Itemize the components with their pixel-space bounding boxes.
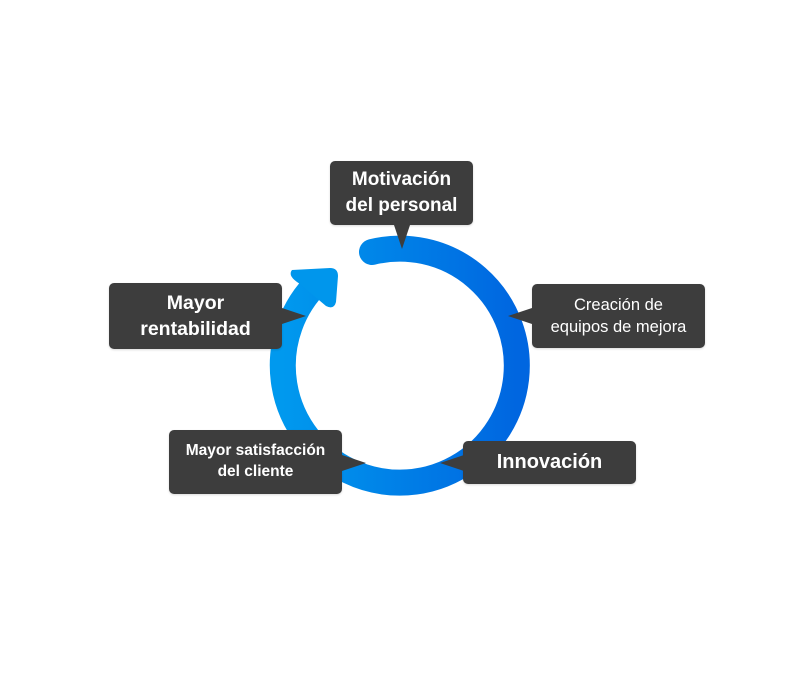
callout-line: equipos de mejora	[550, 318, 687, 336]
callout-line: Mayor satisfacción	[185, 442, 326, 460]
callout-pointer	[394, 225, 410, 249]
callout-mayor-rentabilidad: Mayor rentabilidad	[109, 283, 282, 349]
callout-line: rentabilidad	[140, 318, 251, 340]
callout-mayor-satisfaccion: Mayor satisfacción del cliente	[169, 430, 342, 494]
callout-pointer	[508, 308, 532, 324]
callout-line: Creación de	[574, 295, 663, 314]
callout-pointer	[440, 455, 464, 471]
callout-pointer	[282, 308, 306, 324]
callout-line: Innovación	[496, 451, 603, 473]
callout-line: del cliente	[217, 463, 294, 480]
callout-line: Mayor	[166, 291, 225, 314]
cycle-arrowhead-icon	[290, 268, 338, 308]
callout-creacion-de-equipos: Creación de equipos de mejora	[532, 284, 705, 348]
callout-innovacion: Innovación	[463, 441, 636, 484]
callout-line: del personal	[345, 195, 458, 216]
callout-motivacion-del-personal: Motivación del personal	[330, 161, 473, 225]
callout-line: Motivación	[351, 169, 452, 191]
callout-pointer	[342, 455, 366, 471]
